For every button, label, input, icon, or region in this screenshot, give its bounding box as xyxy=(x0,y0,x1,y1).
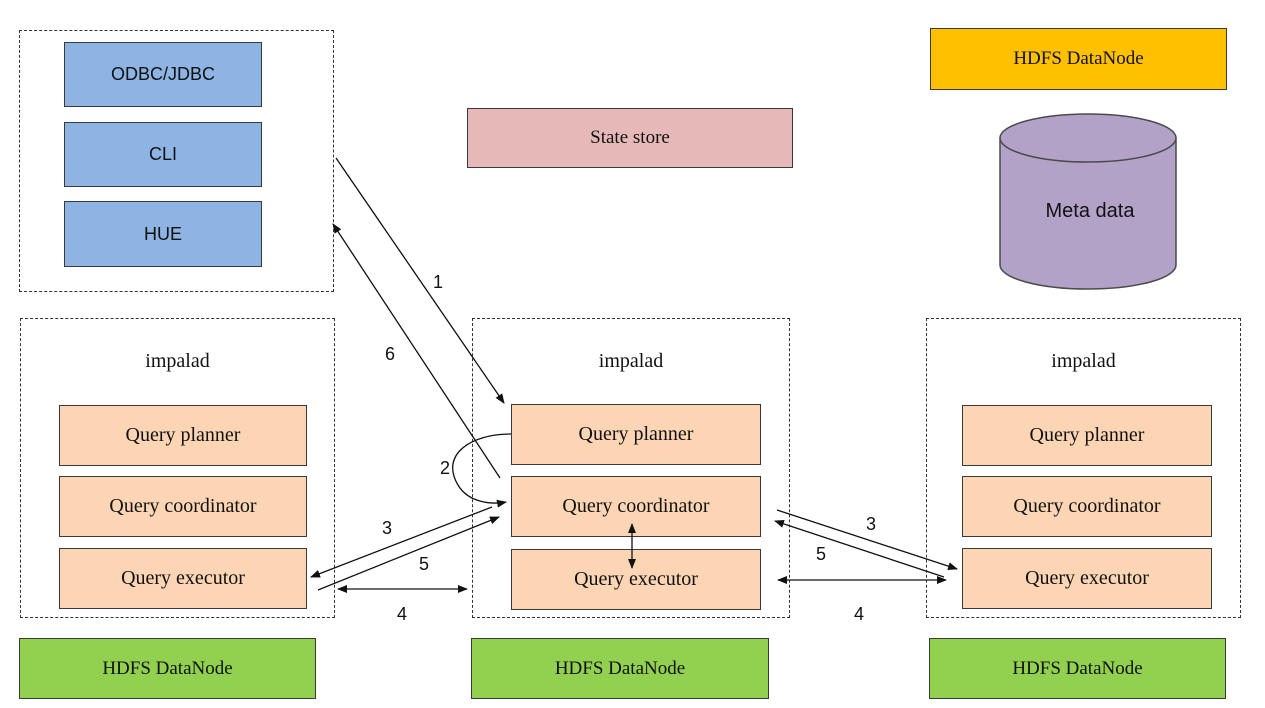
state-store-box: State store xyxy=(467,108,793,168)
impalad-right-title: impalad xyxy=(1051,350,1116,372)
client-group xyxy=(19,30,334,292)
left-query-planner: Query planner xyxy=(59,405,307,466)
step-label-3-right: 3 xyxy=(866,514,877,534)
step-label-5-right: 5 xyxy=(816,544,827,564)
client-odbc-jdbc: ODBC/JDBC xyxy=(64,42,262,107)
center-query-coordinator: Query coordinator xyxy=(511,476,761,537)
metadata-cylinder xyxy=(999,113,1177,290)
step-label-4-left: 4 xyxy=(397,604,408,624)
step-label-6: 6 xyxy=(385,344,396,364)
step-label-1: 1 xyxy=(433,272,444,292)
impalad-left-group xyxy=(20,318,335,618)
right-query-coordinator: Query coordinator xyxy=(962,476,1212,537)
metadata-label: Meta data xyxy=(1045,200,1135,222)
impalad-center-title: impalad xyxy=(598,350,664,372)
arrow-step-2 xyxy=(452,433,512,508)
impalad-center-group xyxy=(472,318,790,618)
arrow-step-5-left xyxy=(317,516,500,591)
right-query-executor: Query executor xyxy=(962,548,1212,609)
step-label-2: 2 xyxy=(440,458,451,478)
hdfs-datanode-left: HDFS DataNode xyxy=(19,638,316,699)
hdfs-datanode-right: HDFS DataNode xyxy=(929,638,1226,699)
arrow-step-6 xyxy=(332,223,501,479)
hdfs-datanode-top: HDFS DataNode xyxy=(930,28,1227,90)
arrow-step-3-left xyxy=(310,506,493,578)
client-cli: CLI xyxy=(64,122,262,187)
step-label-3-left: 3 xyxy=(382,518,393,538)
impalad-right-group xyxy=(926,318,1241,618)
arrow-step-5-right xyxy=(774,520,945,578)
center-query-planner: Query planner xyxy=(511,404,761,465)
left-query-coordinator: Query coordinator xyxy=(59,476,307,537)
arrow-step-1 xyxy=(335,157,505,404)
arrow-step-3-right xyxy=(776,509,958,570)
center-query-executor: Query executor xyxy=(511,549,761,610)
step-label-5-left: 5 xyxy=(419,554,430,574)
impalad-left-title: impalad xyxy=(145,350,210,372)
hdfs-datanode-center: HDFS DataNode xyxy=(471,638,769,699)
client-hue: HUE xyxy=(64,201,262,267)
left-query-executor: Query executor xyxy=(59,548,307,609)
right-query-planner: Query planner xyxy=(962,405,1212,466)
step-label-4-right: 4 xyxy=(854,604,865,624)
